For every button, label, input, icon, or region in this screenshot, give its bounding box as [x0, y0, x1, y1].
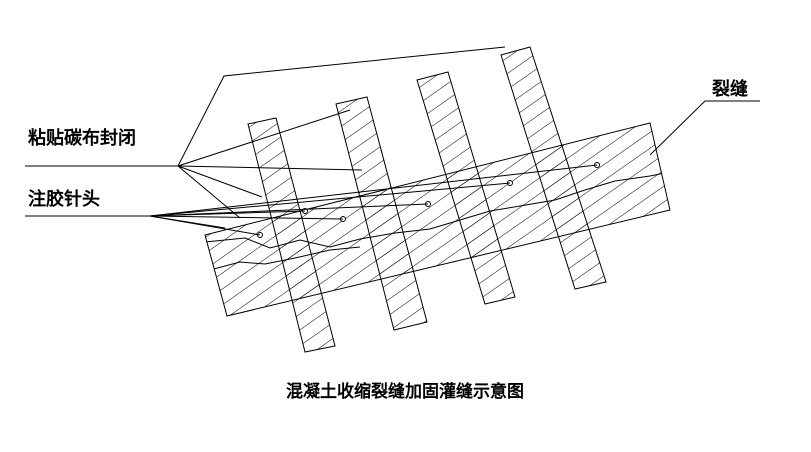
carbon-fiber-label: 粘贴碳布封闭	[28, 128, 136, 149]
carbon-strip-3	[416, 71, 516, 305]
carbon-leader-lines	[25, 46, 506, 219]
carbon-strip-4	[500, 46, 607, 290]
crack-leader-lines	[649, 100, 760, 156]
nozzle-tubes	[149, 164, 598, 236]
carbon-strip-2	[335, 96, 428, 331]
diagram-caption: 混凝土收缩裂缝加固灌缝示意图	[286, 382, 524, 402]
crack-label: 裂缝	[712, 79, 748, 100]
carbon-strip-1	[247, 117, 336, 353]
injection-nozzle-label: 注胶针头	[28, 189, 100, 210]
crack-line-lower	[209, 246, 361, 271]
